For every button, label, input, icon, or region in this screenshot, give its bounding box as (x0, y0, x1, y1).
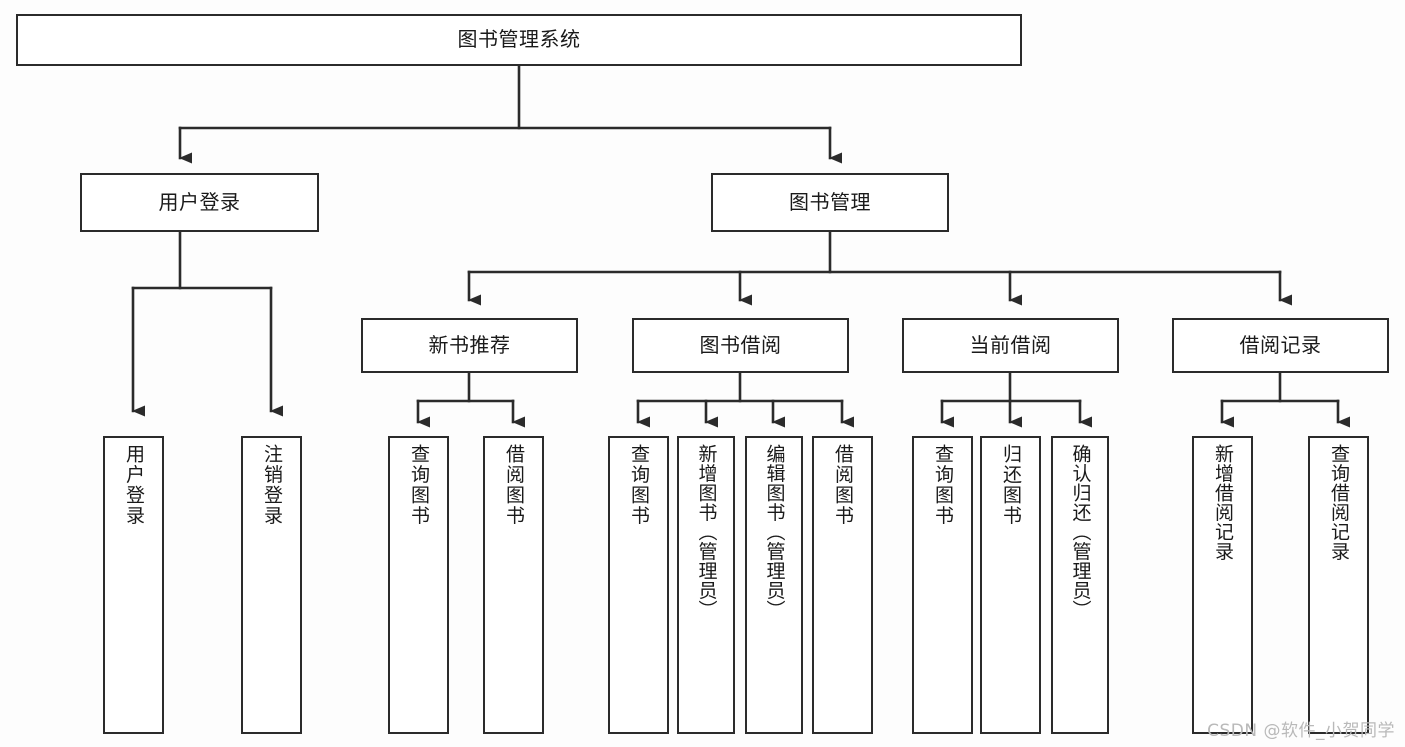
node-borrow-record[interactable]: 借阅记录 (1172, 318, 1389, 373)
node-leaf-user-login[interactable]: 用户登录 (103, 436, 164, 734)
node-leaf-query-record-label: 查询借阅记录 (1328, 444, 1350, 561)
node-leaf-logout-login[interactable]: 注销登录 (241, 436, 302, 734)
node-root[interactable]: 图书管理系统 (16, 14, 1022, 66)
node-borrow-record-label: 借阅记录 (1239, 332, 1322, 357)
node-new-book-recommend[interactable]: 新书推荐 (361, 318, 578, 373)
node-leaf-query-book-1-label: 查询图书 (408, 444, 430, 526)
node-leaf-logout-login-label: 注销登录 (261, 444, 283, 526)
node-root-label: 图书管理系统 (457, 27, 581, 52)
node-leaf-query-book-3-label: 查询图书 (932, 444, 954, 526)
node-leaf-add-book[interactable]: 新增图书（管理员） (677, 436, 735, 734)
node-user-login-label: 用户登录 (158, 189, 241, 214)
node-leaf-query-book-1[interactable]: 查询图书 (388, 436, 449, 734)
node-book-management[interactable]: 图书管理 (711, 173, 949, 232)
node-leaf-add-record-label: 新增借阅记录 (1212, 444, 1234, 561)
node-leaf-edit-book-label: 编辑图书（管理员） (763, 444, 786, 620)
node-new-book-recommend-label: 新书推荐 (428, 332, 511, 357)
node-leaf-query-book-3[interactable]: 查询图书 (912, 436, 973, 734)
node-leaf-borrow-book-2[interactable]: 借阅图书 (812, 436, 873, 734)
node-leaf-return-book[interactable]: 归还图书 (980, 436, 1041, 734)
node-leaf-query-record[interactable]: 查询借阅记录 (1308, 436, 1369, 734)
node-leaf-query-book-2-label: 查询图书 (628, 444, 650, 526)
node-leaf-confirm-return-label: 确认归还（管理员） (1069, 444, 1092, 620)
node-leaf-borrow-book-1-label: 借阅图书 (503, 444, 525, 526)
node-book-borrow[interactable]: 图书借阅 (632, 318, 849, 373)
node-leaf-confirm-return[interactable]: 确认归还（管理员） (1051, 436, 1109, 734)
node-leaf-borrow-book-2-label: 借阅图书 (832, 444, 854, 526)
node-current-borrow[interactable]: 当前借阅 (902, 318, 1119, 373)
node-leaf-query-book-2[interactable]: 查询图书 (608, 436, 669, 734)
node-leaf-edit-book[interactable]: 编辑图书（管理员） (745, 436, 803, 734)
node-leaf-user-login-label: 用户登录 (123, 444, 145, 526)
node-book-management-label: 图书管理 (789, 189, 871, 214)
node-user-login[interactable]: 用户登录 (80, 173, 319, 232)
node-leaf-return-book-label: 归还图书 (1000, 444, 1022, 526)
node-leaf-add-book-label: 新增图书（管理员） (695, 444, 718, 620)
node-current-borrow-label: 当前借阅 (969, 332, 1052, 357)
node-leaf-add-record[interactable]: 新增借阅记录 (1192, 436, 1253, 734)
node-book-borrow-label: 图书借阅 (699, 332, 782, 357)
node-leaf-borrow-book-1[interactable]: 借阅图书 (483, 436, 544, 734)
